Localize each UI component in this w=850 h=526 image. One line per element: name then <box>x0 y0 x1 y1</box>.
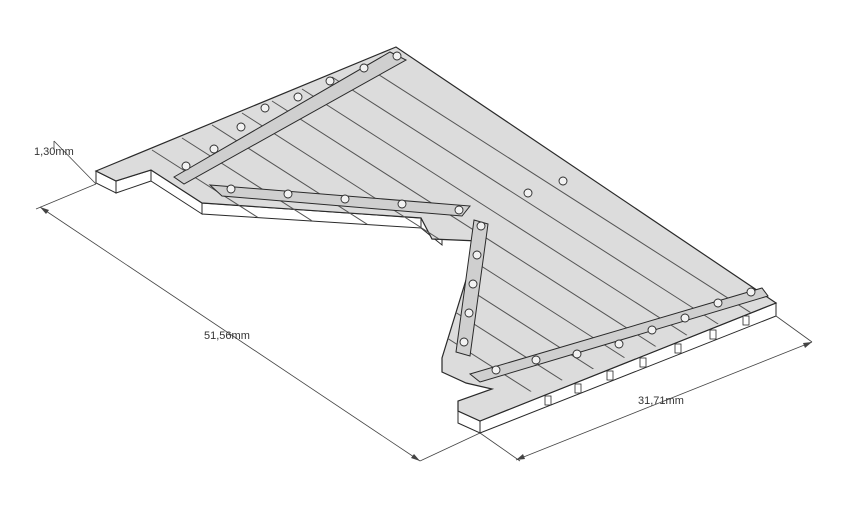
dimension-arrows <box>40 207 812 461</box>
bolt-icon <box>472 250 482 260</box>
arrow-icon <box>516 454 525 460</box>
plank-clip-icon <box>674 343 682 354</box>
bolts <box>181 51 756 375</box>
plank-clip-icon <box>709 329 717 340</box>
bolt-icon <box>397 199 407 209</box>
bolt-icon <box>260 103 270 113</box>
bolt-icon <box>293 92 303 102</box>
plank-clip-icon <box>742 315 750 326</box>
bolt-icon <box>523 188 533 198</box>
plank-line <box>361 63 771 326</box>
bolt-icon <box>558 176 568 186</box>
bolt-icon <box>181 161 191 171</box>
bolt-icon <box>340 194 350 204</box>
width-extension-start <box>479 432 521 462</box>
width-dimension-label: 31,71mm <box>638 395 684 407</box>
bolt-icon <box>392 51 402 61</box>
bolt-icon <box>468 279 478 289</box>
length-extension-start <box>35 183 97 210</box>
plank-line <box>331 76 741 339</box>
bolt-icon <box>454 205 464 215</box>
bolt-icon <box>531 355 541 365</box>
brace-middle <box>208 184 471 217</box>
bolt-icon <box>236 122 246 132</box>
bolt-icon <box>283 189 293 199</box>
length-extension-end <box>419 432 481 462</box>
arrow-icon <box>40 207 49 214</box>
width-extension-end <box>775 315 813 343</box>
bolt-icon <box>476 221 486 231</box>
arrow-icon <box>803 342 812 348</box>
thickness-dimension-label: 1,30mm <box>34 146 74 158</box>
plank-clip-icon <box>544 395 552 406</box>
bolt-icon <box>464 308 474 318</box>
bolt-icon <box>572 349 582 359</box>
bolt-icon <box>359 63 369 73</box>
plank-clip-icon <box>606 370 614 381</box>
brace-top-diagonal <box>173 51 408 185</box>
dimension-lines <box>35 140 813 462</box>
bolt-icon <box>614 339 624 349</box>
bolt-icon <box>647 325 657 335</box>
plank-clips <box>544 315 750 406</box>
bolt-icon <box>746 287 756 297</box>
length-dimension-label: 51,56mm <box>204 330 250 342</box>
deck-plate <box>94 46 778 422</box>
length-dimension-line <box>39 206 421 462</box>
bolt-icon <box>459 337 469 347</box>
plank-line <box>301 88 711 351</box>
plank-clip-icon <box>639 357 647 368</box>
width-dimension-line <box>515 341 813 461</box>
bolt-icon <box>491 365 501 375</box>
bolt-icon <box>713 298 723 308</box>
arrow-icon <box>411 454 420 461</box>
plank-clip-icon <box>574 383 582 394</box>
bolt-icon <box>325 76 335 86</box>
thickness-extension-line <box>53 140 97 185</box>
brace-bottom <box>468 287 769 383</box>
bolt-icon <box>209 144 219 154</box>
bolt-icon <box>226 184 236 194</box>
bolt-icon <box>680 313 690 323</box>
